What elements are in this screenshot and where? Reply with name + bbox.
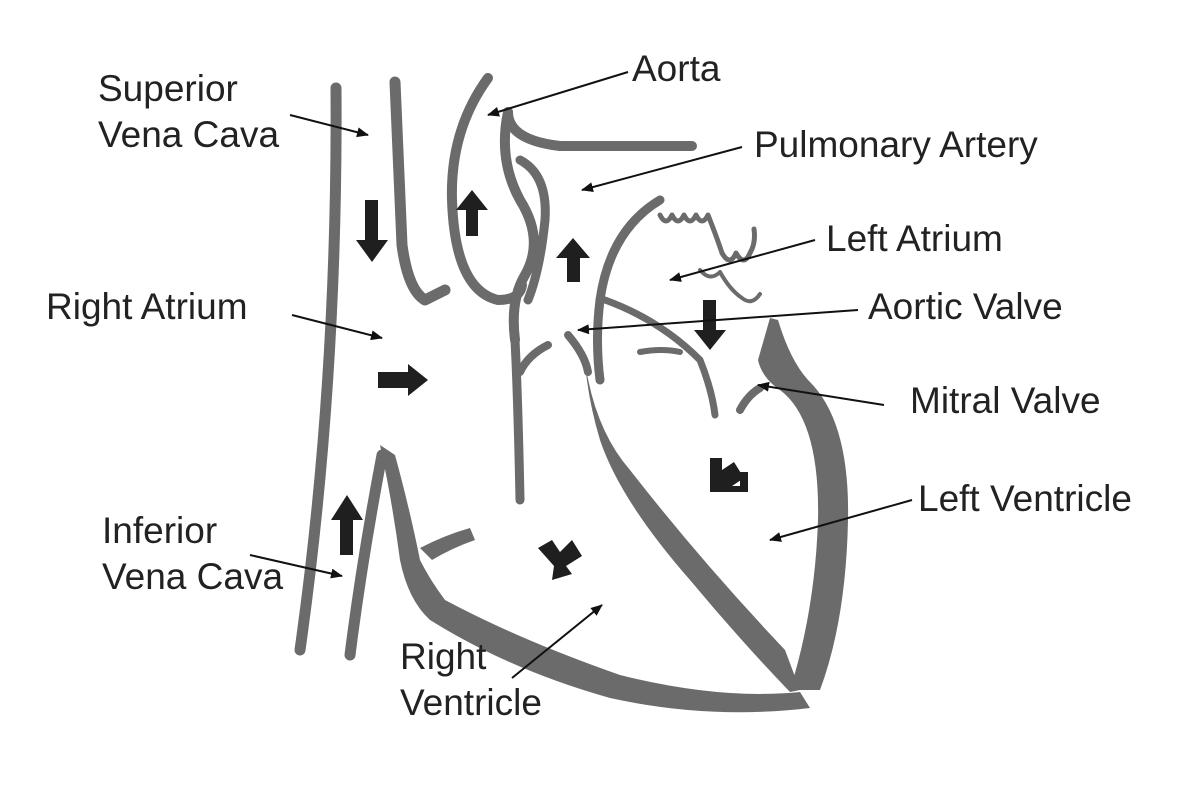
right-ventricle-fold xyxy=(420,528,475,560)
flow-arrow-ivc xyxy=(331,495,363,555)
left-atrium-wall xyxy=(593,195,665,385)
label-mitral-valve: Mitral Valve xyxy=(910,380,1101,421)
label-aortic-valve: Aortic Valve xyxy=(868,286,1063,327)
mitral-valve-leaflet xyxy=(736,384,764,414)
mitral-valve-leaflet-2 xyxy=(637,347,683,355)
leader-right-ventricle xyxy=(511,604,603,679)
label-right-ventricle-line2: Ventricle xyxy=(400,682,542,723)
flow-arrows xyxy=(331,190,748,580)
flow-arrow-svc xyxy=(356,200,388,262)
flow-arrow-right-ventricle xyxy=(538,540,582,580)
label-inferior-vena-cava: Inferior Vena Cava xyxy=(102,508,283,600)
flow-arrow-pulmonary xyxy=(556,238,590,282)
leader-mitral-valve xyxy=(757,381,885,406)
leader-aorta xyxy=(487,71,629,117)
right-ventricle-wall xyxy=(380,445,810,713)
label-superior-vena-cava: Superior Vena Cava xyxy=(98,66,279,158)
flow-arrow-left-ventricle xyxy=(710,458,748,492)
leader-aortic-valve xyxy=(577,309,859,335)
atrial-septum xyxy=(510,335,525,505)
leader-superior-vena-cava xyxy=(289,114,369,138)
label-inferior-vena-cava-line1: Inferior xyxy=(102,510,218,551)
leader-right-atrium xyxy=(291,314,383,341)
label-right-ventricle-line1: Right xyxy=(400,636,487,677)
label-superior-vena-cava-line2: Vena Cava xyxy=(98,114,280,155)
leader-left-atrium xyxy=(669,239,816,282)
label-aorta: Aorta xyxy=(632,48,721,89)
left-ventricle-wall xyxy=(758,318,849,690)
label-pulmonary-artery: Pulmonary Artery xyxy=(754,124,1038,165)
pulmonary-artery-wall xyxy=(515,155,550,305)
label-right-ventricle: Right Ventricle xyxy=(400,634,542,726)
interventricular-septum xyxy=(585,362,800,692)
flow-arrow-aorta xyxy=(456,190,488,236)
label-left-atrium: Left Atrium xyxy=(826,218,1003,259)
pulmonary-veins xyxy=(657,212,757,263)
leader-left-ventricle xyxy=(769,499,913,542)
vena-cava-outer-wall xyxy=(294,82,342,656)
label-superior-vena-cava-line1: Superior xyxy=(98,68,238,109)
aorta-inner-wall xyxy=(499,107,539,345)
superior-vena-cava-inner-wall xyxy=(389,76,451,306)
left-atrium-inner-wall xyxy=(601,296,719,419)
aortic-arch-wall xyxy=(503,107,697,151)
flow-arrow-right-atrium xyxy=(378,364,428,396)
leader-inferior-vena-cava xyxy=(249,554,343,579)
flow-arrow-left-atrium xyxy=(694,300,726,350)
aorta-left-wall xyxy=(446,73,527,305)
label-left-ventricle: Left Ventricle xyxy=(918,478,1132,519)
pulmonary-veins-lower xyxy=(698,268,762,304)
leader-pulmonary-artery xyxy=(581,146,743,192)
aortic-valve-leaflet-right xyxy=(564,331,592,376)
label-inferior-vena-cava-line2: Vena Cava xyxy=(102,556,284,597)
aortic-valve-leaflet-left xyxy=(516,341,552,376)
inferior-vena-cava-inner-wall xyxy=(344,449,388,661)
label-right-atrium: Right Atrium xyxy=(46,286,248,327)
